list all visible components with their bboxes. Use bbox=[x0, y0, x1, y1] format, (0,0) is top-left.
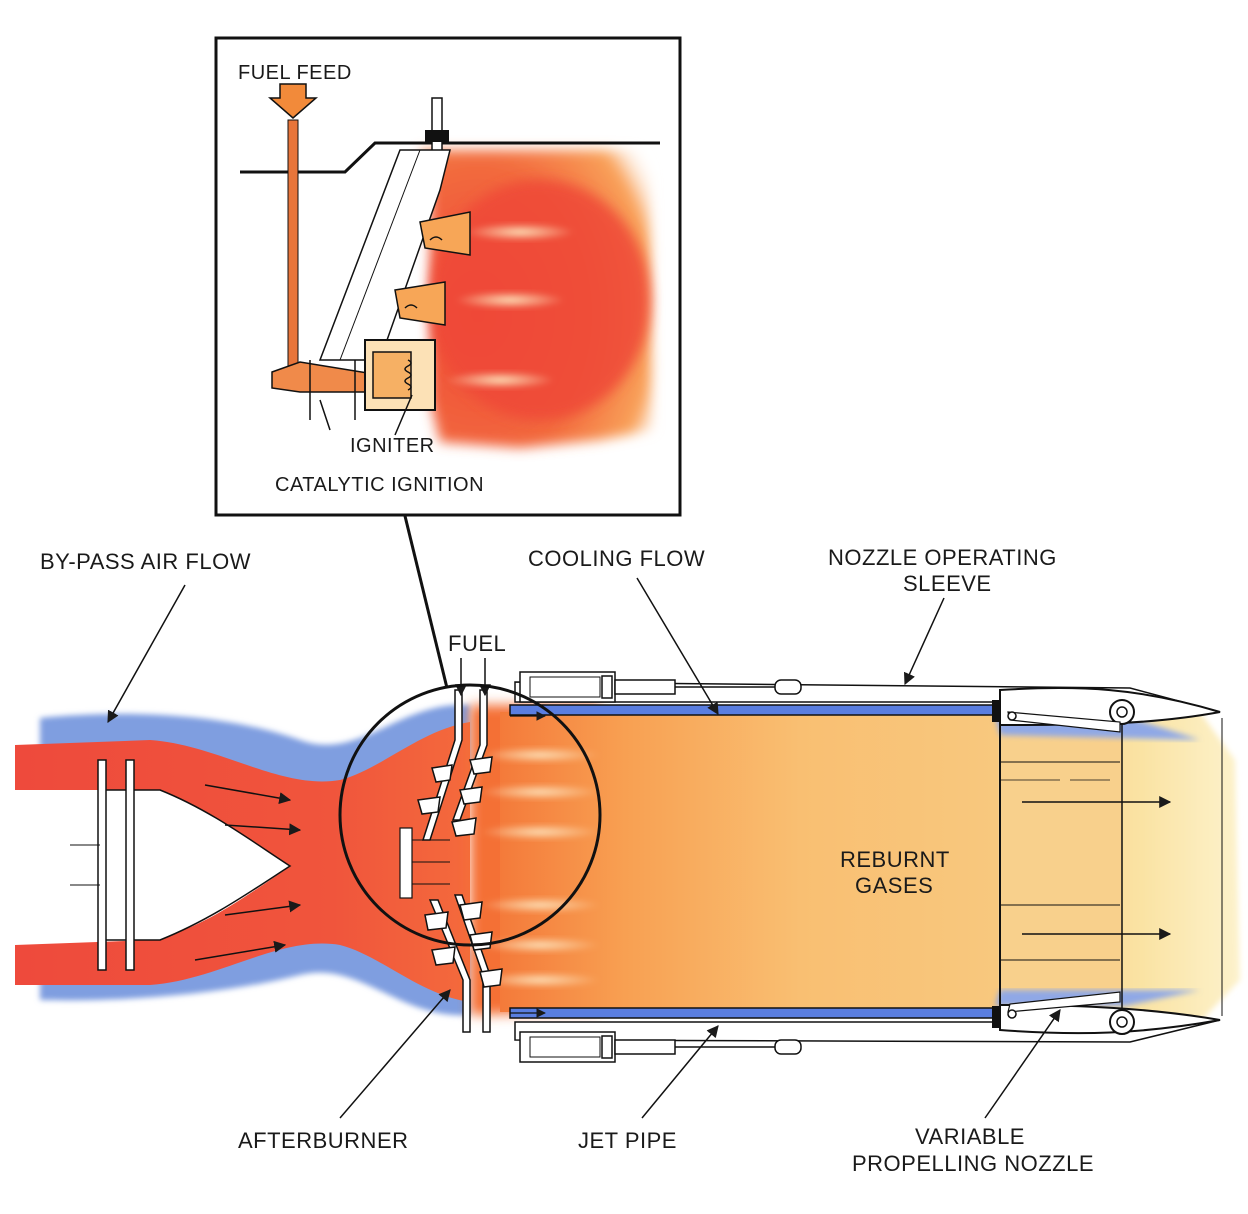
inset-flame-streak bbox=[445, 371, 555, 389]
reburnt-gases-label-2: GASES bbox=[855, 873, 933, 898]
jet-pipe-wall-bottom bbox=[509, 1007, 1006, 1019]
inset-gutter-housing bbox=[318, 149, 451, 361]
reburnt-gases-label-1: REBURNT bbox=[840, 847, 950, 872]
nozzle-operating-sleeve-label-2: SLEEVE bbox=[903, 571, 992, 596]
igniter-coil bbox=[404, 359, 412, 391]
flame-streak bbox=[480, 784, 600, 800]
nozzle-actuator-bottom bbox=[519, 1031, 802, 1063]
flame-streak bbox=[480, 972, 600, 988]
igniter-can-inner bbox=[372, 351, 412, 399]
leader-lines bbox=[107, 577, 1061, 1119]
fuel-label: FUEL bbox=[448, 631, 506, 656]
inset-gutter-spray bbox=[404, 304, 418, 309]
flame-streak bbox=[480, 824, 600, 840]
nozzle-pivot-bottom-inner bbox=[1116, 1016, 1128, 1028]
hot-core-gas bbox=[15, 722, 470, 1002]
bypass-air-leader bbox=[107, 584, 186, 724]
jet-pipe-leader bbox=[641, 1025, 719, 1119]
catalytic-ignition-caption: CATALYTIC IGNITION bbox=[275, 474, 484, 496]
afterburner-highlight-circle bbox=[338, 683, 602, 947]
inset-connector-line bbox=[403, 515, 449, 689]
inset-gutter-spray bbox=[429, 236, 443, 241]
nozzle-gases bbox=[998, 725, 1122, 1003]
flow-arrow bbox=[194, 940, 287, 961]
variable-propelling-nozzle-label-1: VARIABLE bbox=[915, 1124, 1025, 1149]
jet-pipe-gases bbox=[500, 712, 1000, 1012]
cooling-flow-leader bbox=[636, 577, 719, 716]
turbine-strut bbox=[125, 759, 135, 971]
nozzle-clip bbox=[992, 700, 1000, 722]
inset-pipe-flange bbox=[425, 130, 449, 142]
nozzle-hinge bbox=[1007, 1009, 1017, 1019]
inset-flame-streak bbox=[465, 223, 575, 241]
fuel-feed-arrow bbox=[267, 83, 319, 119]
variable-propelling-nozzle-label-2: PROPELLING NOZZLE bbox=[852, 1151, 1094, 1176]
fuel-feed-pipe bbox=[287, 119, 299, 371]
nozzle-sleeve-leader bbox=[903, 597, 945, 686]
flame-streak bbox=[480, 897, 600, 913]
jet-pipe-wall-top bbox=[509, 704, 1006, 716]
centre-flame-holder bbox=[399, 827, 413, 899]
afterburner-label: AFTERBURNER bbox=[238, 1128, 409, 1153]
engine-cross-section bbox=[15, 658, 1240, 1063]
flame-streak bbox=[480, 937, 600, 953]
flow-arrow bbox=[224, 900, 302, 916]
jet-pipe-label: JET PIPE bbox=[578, 1128, 677, 1153]
nozzle-hinge bbox=[1007, 711, 1017, 721]
bypass-air-flow-label: BY-PASS AIR FLOW bbox=[40, 549, 251, 574]
engine-hub-cone bbox=[99, 789, 292, 941]
nozzle-actuator-top bbox=[519, 671, 802, 703]
variable-nozzle-leader bbox=[984, 1009, 1061, 1119]
fuel-feed-label: FUEL FEED bbox=[238, 62, 352, 84]
afterburner-leader bbox=[339, 989, 451, 1119]
inset-v-gutter bbox=[394, 281, 446, 326]
inset-v-gutter bbox=[419, 211, 471, 256]
cooling-flow-label: COOLING FLOW bbox=[528, 546, 705, 571]
flame-holder-lower bbox=[424, 894, 503, 1033]
nozzle-pivot-top-inner bbox=[1116, 706, 1128, 718]
flow-arrow bbox=[204, 784, 292, 805]
inset-struts bbox=[309, 360, 356, 431]
igniter-label: IGNITER bbox=[350, 435, 435, 457]
igniter-leader bbox=[394, 394, 413, 436]
inset-flame-streak bbox=[455, 291, 565, 309]
inset-catalytic-ignition: FUEL FEED IGNITER CATALYTIC IGNITION bbox=[214, 36, 682, 517]
flame-streak bbox=[480, 747, 600, 763]
nozzle-petal-bottom bbox=[1007, 991, 1121, 1013]
nozzle-clip bbox=[992, 1006, 1000, 1028]
inset-gutter-housing-edge bbox=[339, 149, 421, 361]
flow-arrow bbox=[224, 823, 302, 836]
nozzle-operating-sleeve-label-1: NOZZLE OPERATING bbox=[828, 545, 1057, 570]
turbine-strut bbox=[97, 759, 107, 971]
